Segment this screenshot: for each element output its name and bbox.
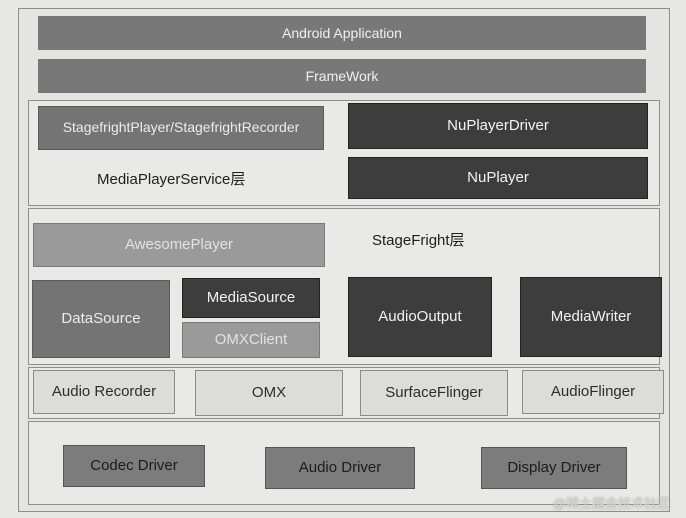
stagefright-player-recorder-box: StagefrightPlayer/StagefrightRecorder <box>38 106 324 150</box>
codec-driver-box: Codec Driver <box>63 445 205 487</box>
media-writer-box: MediaWriter <box>520 277 662 357</box>
data-source-box: DataSource <box>32 280 170 358</box>
audioflinger-box: AudioFlinger <box>522 370 664 414</box>
omx-box: OMX <box>195 370 343 416</box>
surfaceflinger-box: SurfaceFlinger <box>360 370 508 416</box>
stagefright-layer-label: StageFright层 <box>372 232 465 249</box>
framework-bar: FrameWork <box>38 59 646 93</box>
omx-client-box: OMXClient <box>182 322 320 358</box>
audio-output-box: AudioOutput <box>348 277 492 357</box>
media-player-service-layer-label: MediaPlayerService层 <box>97 171 246 188</box>
audio-recorder-box: Audio Recorder <box>33 370 175 414</box>
display-driver-box: Display Driver <box>481 447 627 489</box>
nuplayer-box: NuPlayer <box>348 157 648 199</box>
android-application-bar: Android Application <box>38 16 646 50</box>
nuplayer-driver-box: NuPlayerDriver <box>348 103 648 149</box>
watermark: @稀土掘金技术社区 <box>552 496 670 511</box>
media-source-box: MediaSource <box>182 278 320 318</box>
audio-driver-box: Audio Driver <box>265 447 415 489</box>
awesome-player-box: AwesomePlayer <box>33 223 325 267</box>
